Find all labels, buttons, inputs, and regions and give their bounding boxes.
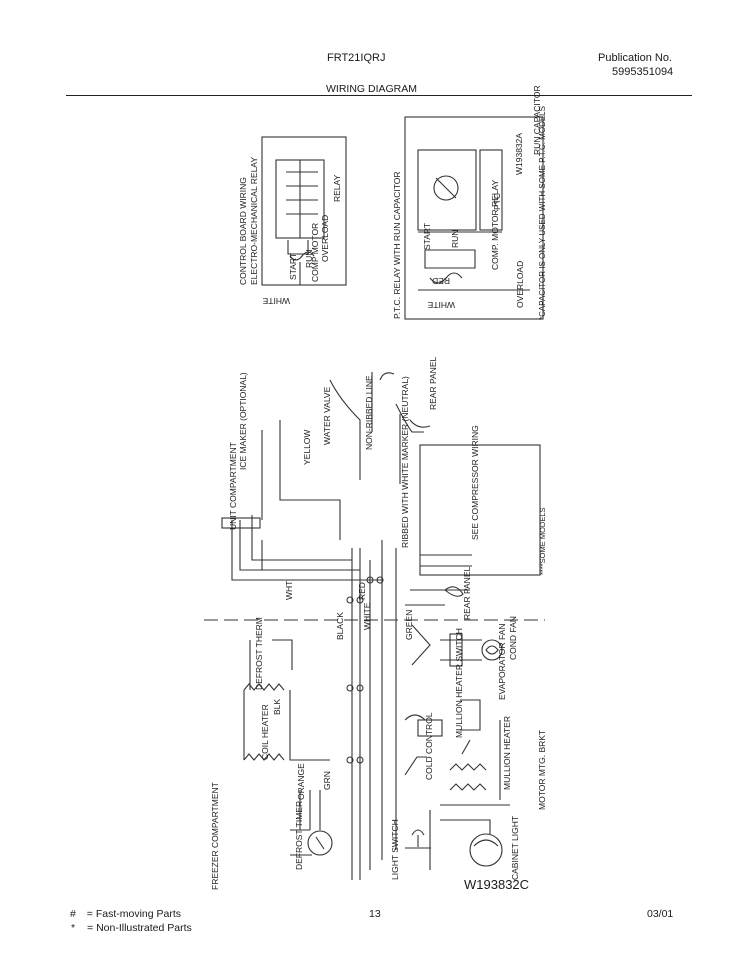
label-defrost-therm: DEFROST THERM [254, 617, 264, 690]
label-cold-control: COLD CONTROL [424, 712, 434, 780]
label-mullion-heater-switch: MULLION HEATER SWITCH [454, 628, 464, 738]
label-inset-right-comp-motor-relay: COMP. MOTOR RELAY [490, 179, 500, 270]
label-inset-left-run: RUN [304, 250, 314, 268]
label-inset-left-title-2: ELECTRO-MECHANICAL RELAY [249, 157, 259, 285]
label-see-compressor: SEE COMPRESSOR WIRING [470, 425, 480, 540]
label-mullion-heater: MULLION HEATER [502, 716, 512, 790]
inset-ptc-relay-box [404, 116, 544, 320]
publication-label: Publication No. [598, 52, 672, 64]
legend-row-2: * = Non-Illustrated Parts [71, 922, 192, 934]
wire-label-white: WHITE [362, 602, 372, 630]
label-condenser-fan: COND FAN [508, 616, 518, 660]
section-title: WIRING DIAGRAM [326, 83, 417, 95]
label-rear-panel-2: REAR PANEL [462, 567, 472, 620]
wire-label-red: RED [357, 582, 367, 600]
label-freezer-compartment: FREEZER COMPARTMENT [210, 782, 220, 890]
wire-label-blk: BLK [272, 699, 282, 715]
label-inset-left-white: WHITE [262, 296, 290, 306]
legend-text: = Non-Illustrated Parts [87, 922, 192, 934]
label-inset-left-overload: OVERLOAD [320, 215, 330, 262]
label-evap-fan: EVAPORATOR FAN [497, 623, 507, 700]
see-compressor-box [419, 444, 541, 576]
label-inset-right-ptc: PTC [492, 193, 502, 210]
legend-symbol: # [70, 908, 76, 920]
label-inset-right-white: WHITE [427, 300, 455, 310]
header-rule [66, 95, 692, 96]
legend-symbol: * [71, 922, 76, 934]
label-ice-maker: ICE MAKER (OPTIONAL) [238, 372, 248, 470]
label-inset-right-note: *CAPACITOR IS ONLY USED WITH SOME P.T.C.… [538, 106, 547, 320]
model-number: FRT21IQRJ [327, 52, 386, 64]
drawing-number: W193832C [464, 877, 530, 892]
label-inset-right-start: START [422, 223, 432, 250]
cabinet-light-symbol [469, 833, 503, 867]
label-rear-panel-1: REAR PANEL [428, 357, 438, 410]
label-inset-right-run: RUN [450, 230, 460, 248]
label-inset-right-overload: OVERLOAD [515, 261, 525, 308]
wire-label-green: GREEN [404, 610, 414, 640]
label-light-switch: LIGHT SWITCH [390, 819, 400, 880]
wire-label-grn: GRN [322, 771, 332, 790]
label-coil-heater: COIL HEATER [260, 704, 270, 760]
label-inset-right-run-capacitor: RUN CAPACITOR [532, 85, 542, 155]
label-inset-left-relay: RELAY [332, 174, 342, 202]
label-inset-left-start: START [288, 253, 298, 280]
wire-label-orange: ORANGE [296, 763, 306, 800]
legend-row-1: # = Fast-moving Parts [70, 908, 181, 920]
label-inset-left-title-1: CONTROL BOARD WIRING [238, 177, 248, 285]
wire-label-black: BLACK [335, 612, 345, 640]
inset-electro-mechanical-box [261, 136, 347, 286]
defrost-timer-symbol [307, 830, 333, 856]
wire-label-wht: WHT [284, 581, 294, 600]
label-defrost-timer: DEFROST TIMER [294, 801, 304, 870]
label-inset-right-red: RED [432, 276, 450, 286]
footer-date: 03/01 [647, 908, 674, 920]
label-water-valve: WATER VALVE [322, 386, 332, 445]
legend-text: = Fast-moving Parts [86, 908, 182, 920]
label-inset-right-drawing-number: W193832A [514, 133, 524, 175]
label-inset-left-comp-motor: COMP MOTOR [310, 223, 320, 282]
label-ribbed-line: RIBBED WITH WHITE MARKER (NEUTRAL) [400, 376, 410, 548]
label-some-models: ****SOME MODELS [538, 507, 547, 575]
wire-label-yellow: YELLOW [302, 430, 312, 465]
label-non-ribbed-line: NON-RIBBED LINE [364, 375, 374, 450]
publication-number: 5995351094 [612, 66, 674, 78]
condenser-fan-symbol [481, 639, 503, 661]
label-inset-right-title: P.T.C. RELAY WITH RUN CAPACITOR [392, 171, 402, 319]
page-number: 13 [369, 908, 381, 920]
label-cabinet-light: CABINET LIGHT [510, 816, 520, 880]
label-motor-mtg-bracket: MOTOR MTG. BRKT [537, 730, 547, 810]
label-unit-compartment: UNIT COMPARTMENT [228, 442, 238, 530]
